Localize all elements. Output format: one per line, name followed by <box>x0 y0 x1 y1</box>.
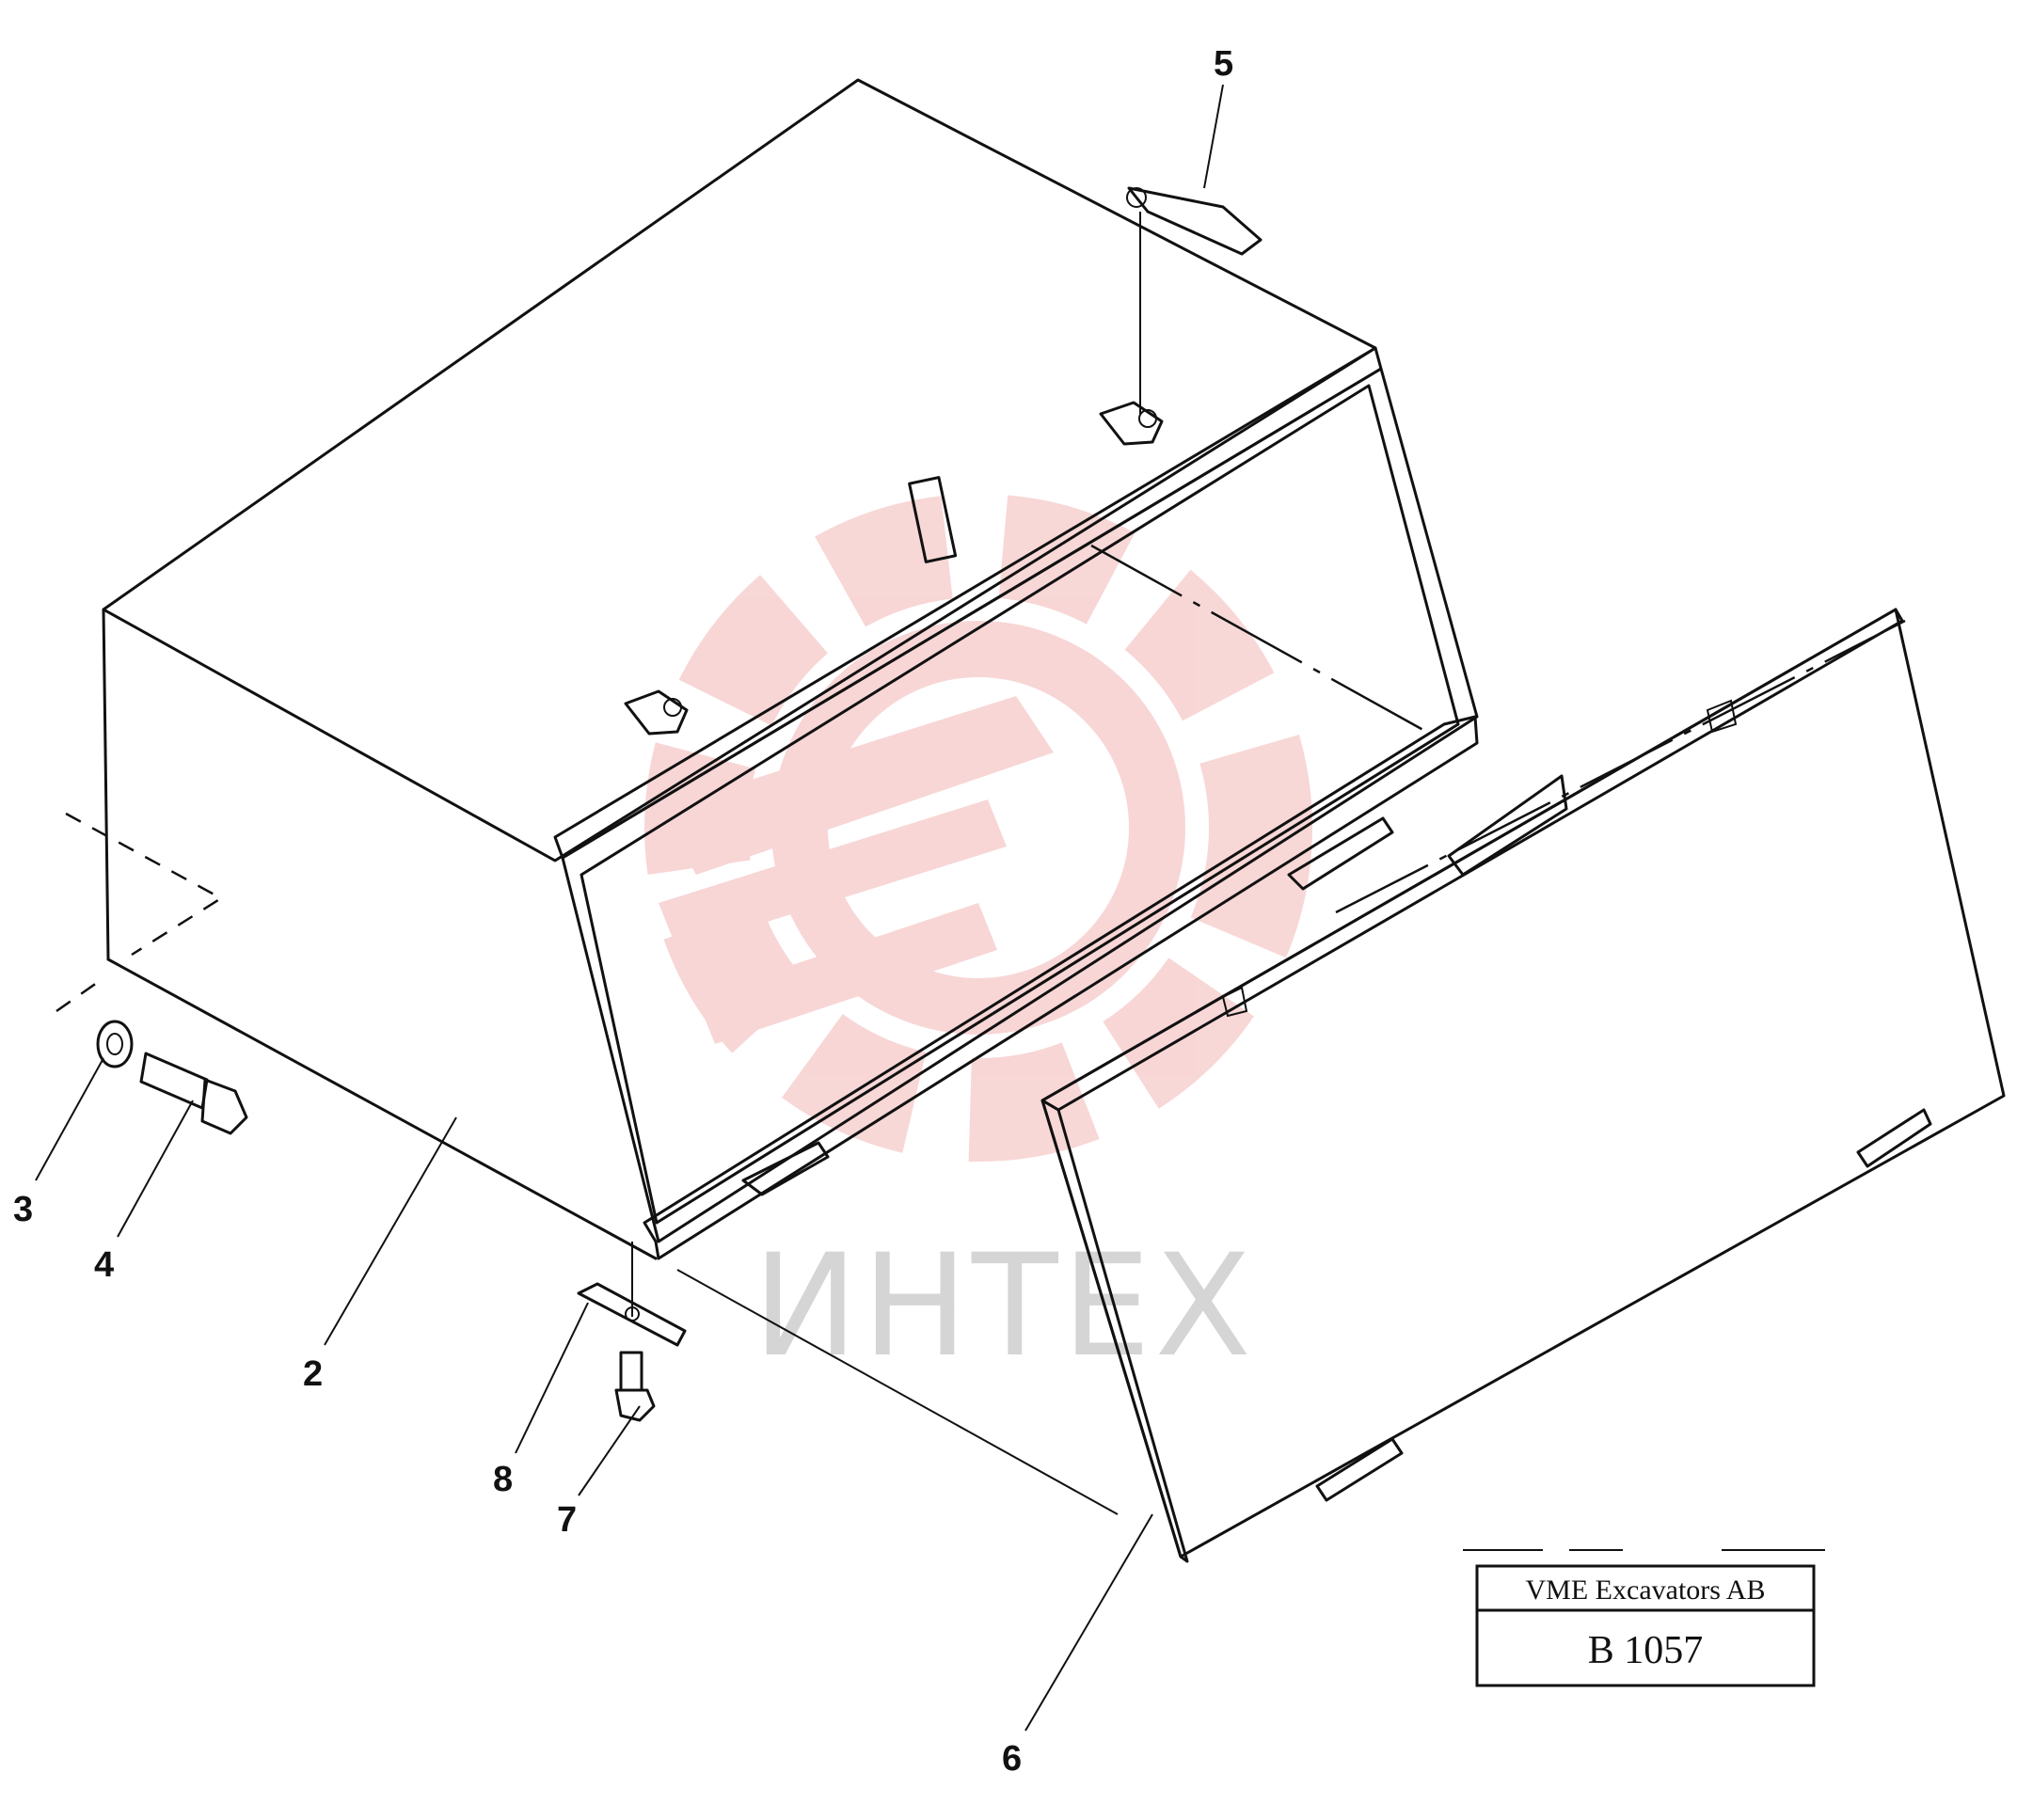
callout-2: 2 <box>303 1354 323 1394</box>
callout-3: 3 <box>13 1190 33 1229</box>
lid <box>676 608 2006 1563</box>
washer <box>96 1020 134 1068</box>
callout-4: 4 <box>94 1245 114 1285</box>
latch <box>1126 186 1263 414</box>
watermark-text: ИНТЕХ <box>753 1225 1255 1388</box>
callout-6: 6 <box>1002 1739 1022 1779</box>
leader-lines <box>35 84 1224 1732</box>
company-name: VME Excavators AB <box>1526 1575 1766 1606</box>
watermark-logo <box>644 494 1312 1162</box>
drawing-number: B 1057 <box>1588 1629 1704 1672</box>
callout-8: 8 <box>493 1460 513 1499</box>
callout-7: 7 <box>557 1500 577 1540</box>
plate <box>577 1242 687 1347</box>
title-block: VME Excavators AB B 1057 <box>1463 1549 1825 1687</box>
callout-5: 5 <box>1214 44 1233 84</box>
hinge-bracket <box>624 401 1394 1196</box>
screw <box>614 1351 656 1422</box>
bolt <box>139 1052 248 1135</box>
tool-box <box>56 78 1479 1260</box>
